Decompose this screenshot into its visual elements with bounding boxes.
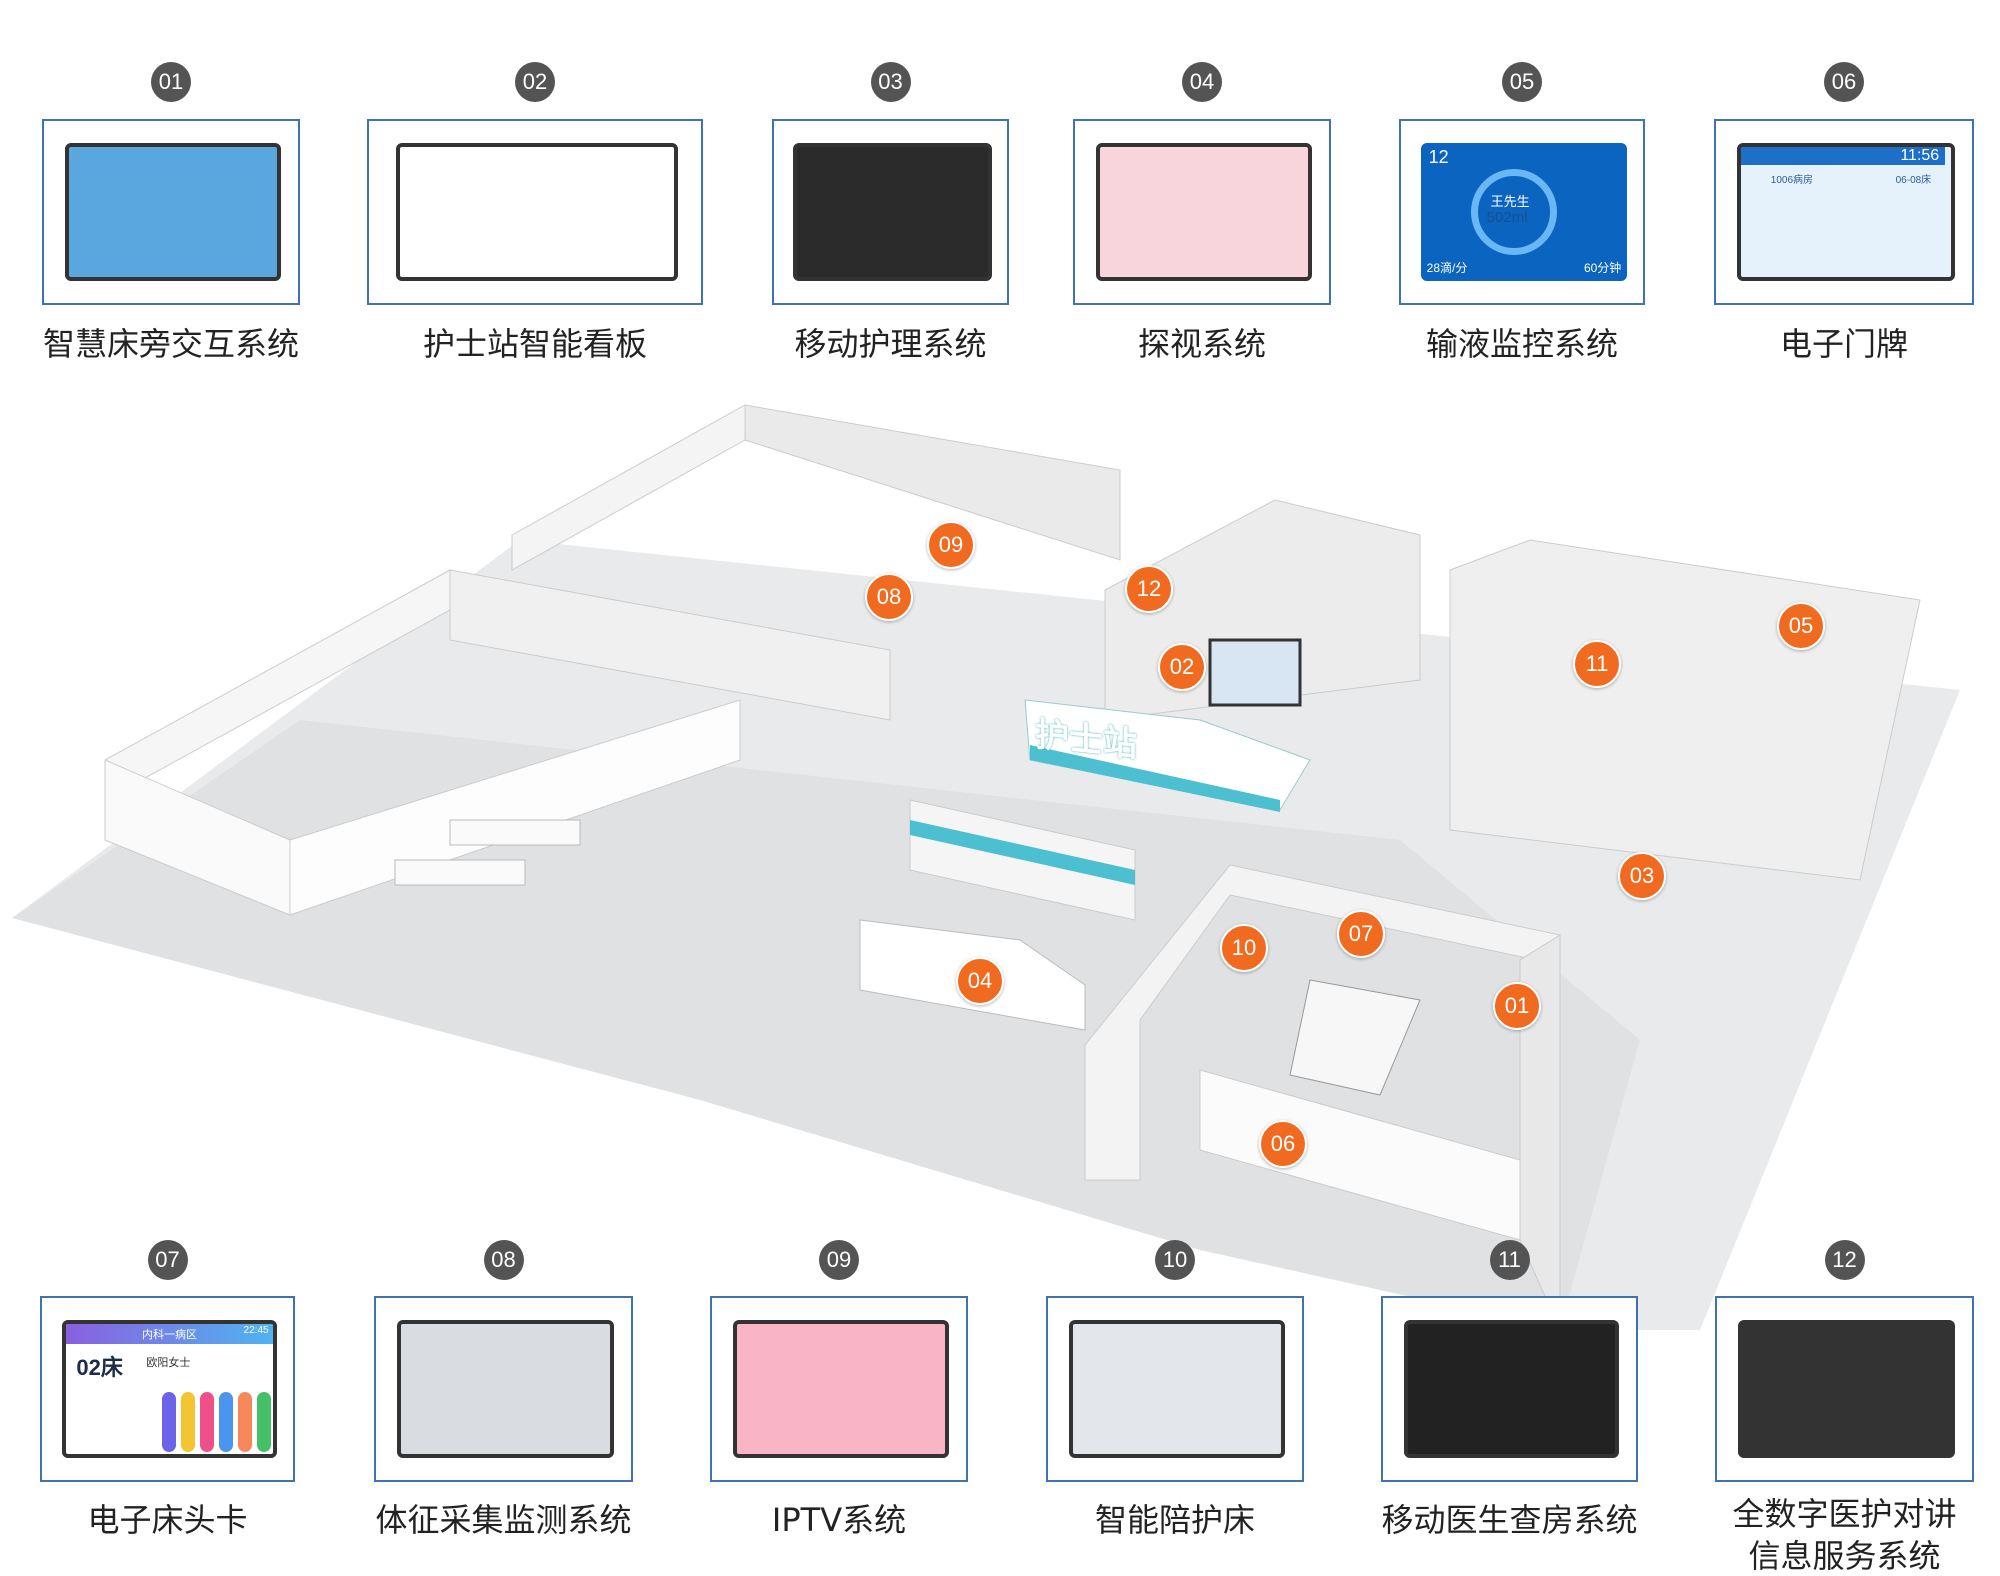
system-label: 体征采集监测系统 <box>324 1500 684 1540</box>
bed-card-tag <box>200 1392 214 1452</box>
bed-card-tag <box>219 1392 233 1452</box>
system-card-10[interactable] <box>1046 1296 1304 1482</box>
system-label: 全数字医护对讲 <box>1665 1494 2000 1534</box>
system-number-badge: 02 <box>515 62 555 102</box>
system-card-04[interactable] <box>1073 119 1331 305</box>
infusion-progress-ring <box>1471 169 1557 255</box>
floor-marker-07[interactable]: 07 <box>1337 910 1385 958</box>
wall <box>512 405 745 570</box>
infusion-remaining-time: 60分钟 <box>1584 259 1621 276</box>
bed-card-time: 22:45 <box>244 1325 269 1336</box>
floor-marker-03[interactable]: 03 <box>1618 852 1666 900</box>
floor-marker-01[interactable]: 01 <box>1493 982 1541 1030</box>
system-label: 输液监控系统 <box>1342 324 1702 364</box>
system-label: 移动医生查房系统 <box>1330 1500 1690 1540</box>
system-card-03[interactable] <box>772 119 1009 305</box>
system-label: 智能陪护床 <box>995 1500 1355 1540</box>
system-card-08[interactable] <box>374 1296 633 1482</box>
system-card-09[interactable] <box>710 1296 968 1482</box>
system-number-badge: 07 <box>148 1240 188 1280</box>
system-number-badge: 03 <box>871 62 911 102</box>
system-card-06[interactable]: 11:56 1006病房 06-08床 <box>1714 119 1974 305</box>
system-label: 信息服务系统 <box>1665 1536 2000 1576</box>
system-number-badge: 04 <box>1182 62 1222 102</box>
system-screen-image <box>733 1320 950 1458</box>
system-screen-image <box>396 143 678 281</box>
system-number-badge: 12 <box>1825 1240 1865 1280</box>
system-card-11[interactable] <box>1381 1296 1638 1482</box>
system-screen-image <box>65 143 282 281</box>
system-screen-image <box>793 143 992 281</box>
system-screen-image <box>1738 1320 1956 1458</box>
door-sign-beds: 06-08床 <box>1896 171 1932 186</box>
system-screen-image <box>397 1320 615 1458</box>
floor-marker-06[interactable]: 06 <box>1259 1120 1307 1168</box>
floor-marker-12[interactable]: 12 <box>1125 565 1173 613</box>
system-number-badge: 01 <box>151 62 191 102</box>
system-screen-image: 11:56 1006病房 06-08床 <box>1737 143 1955 281</box>
system-label: 电子床头卡 <box>0 1500 348 1540</box>
system-label: 移动护理系统 <box>711 324 1071 364</box>
system-number-badge: 06 <box>1824 62 1864 102</box>
system-label: 护士站智能看板 <box>355 324 715 364</box>
bed-card-tag <box>162 1392 176 1452</box>
system-screen-image <box>1096 143 1313 281</box>
floor-marker-08[interactable]: 08 <box>865 573 913 621</box>
system-label: IPTV系统 <box>659 1500 1019 1540</box>
system-label: 电子门牌 <box>1664 324 2000 364</box>
system-card-01[interactable] <box>42 119 300 305</box>
floor-marker-10[interactable]: 10 <box>1220 924 1268 972</box>
floor-marker-11[interactable]: 11 <box>1573 640 1621 688</box>
floor-marker-05[interactable]: 05 <box>1777 602 1825 650</box>
system-number-badge: 09 <box>819 1240 859 1280</box>
system-number-badge: 11 <box>1490 1240 1530 1280</box>
system-screen-image <box>1404 1320 1620 1458</box>
system-card-12[interactable] <box>1715 1296 1974 1482</box>
door-sign-time: 11:56 <box>1741 147 1945 165</box>
infusion-bed-number: 12 <box>1429 147 1449 168</box>
system-number-badge: 10 <box>1155 1240 1195 1280</box>
system-number-badge: 08 <box>484 1240 524 1280</box>
nurse-board-screen <box>1210 640 1300 705</box>
system-card-07[interactable]: 内科一病区 02床 欧阳女士 22:45 <box>40 1296 295 1482</box>
bed-card-tag <box>238 1392 252 1452</box>
bed-card-patient: 欧阳女士 <box>146 1354 190 1370</box>
system-number-badge: 05 <box>1502 62 1542 102</box>
door-sign-room: 1006病房 <box>1771 171 1813 186</box>
floor-marker-02[interactable]: 02 <box>1158 643 1206 691</box>
bed-card-tag <box>181 1392 195 1452</box>
system-screen-image <box>1069 1320 1286 1458</box>
system-screen-image: 内科一病区 02床 欧阳女士 22:45 <box>62 1320 276 1458</box>
system-label: 探视系统 <box>1022 324 1382 364</box>
floor-marker-04[interactable]: 04 <box>956 957 1004 1005</box>
system-label: 智慧床旁交互系统 <box>0 324 351 364</box>
system-card-02[interactable] <box>367 119 703 305</box>
bed-card-ward: 内科一病区 <box>66 1324 272 1344</box>
floor-marker-09[interactable]: 09 <box>927 521 975 569</box>
infusion-drip-rate: 28滴/分 <box>1427 259 1468 276</box>
bed-card-bed-number: 02床 <box>76 1350 122 1382</box>
bed-card-tag <box>257 1392 271 1452</box>
wall <box>1450 540 1920 880</box>
